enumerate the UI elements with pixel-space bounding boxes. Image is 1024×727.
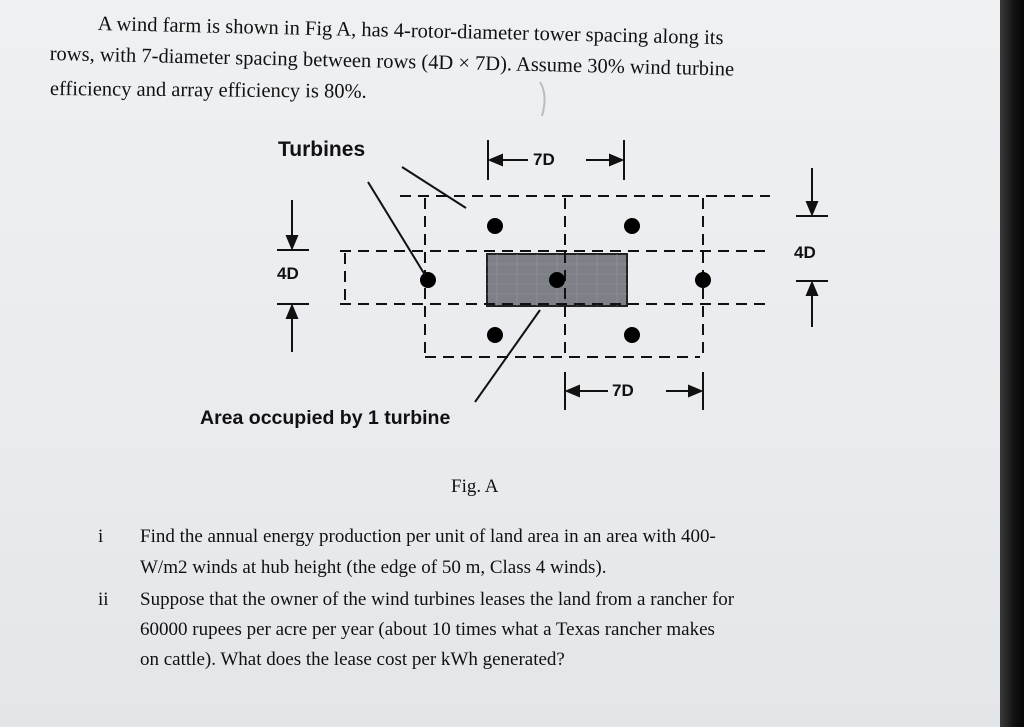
question-2-line-3: on cattle). What does the lease cost per… (140, 649, 565, 670)
dim-left-arrows (277, 200, 309, 352)
dim-right-arrows (796, 168, 828, 327)
question-1-line-1: Find the annual energy production per un… (140, 526, 716, 547)
turbine-dot (695, 272, 711, 288)
turbines-leaders (367, 166, 467, 276)
question-1-number: i (98, 526, 104, 547)
dim-right-label: 4D (794, 243, 816, 262)
turbine-dot (549, 272, 565, 288)
question-2-number: ii (98, 589, 109, 610)
screen-edge (1000, 0, 1024, 727)
dim-top-arrows (487, 140, 625, 180)
turbines-label: Turbines (278, 138, 366, 161)
area-label: Area occupied by 1 turbine (200, 407, 451, 429)
document-page (0, 0, 1000, 727)
question-2-line-2: 60000 rupees per acre per year (about 10… (140, 619, 715, 640)
area-leader (474, 309, 541, 403)
dim-bottom-label: 7D (612, 381, 634, 400)
turbine-dot (420, 272, 436, 288)
stray-mark (539, 81, 546, 117)
question-1-line-2: W/m2 winds at hub height (the edge of 50… (140, 557, 607, 578)
dim-left-label: 4D (277, 264, 299, 283)
dim-top-label: 7D (533, 150, 555, 169)
turbine-dot (624, 218, 640, 234)
dim-bottom-arrows (564, 372, 704, 410)
turbines-group (420, 218, 711, 343)
figure-caption: Fig. A (451, 476, 499, 497)
question-2-line-1: Suppose that the owner of the wind turbi… (140, 589, 735, 610)
turbine-dot (624, 327, 640, 343)
turbine-dot (487, 218, 503, 234)
turbine-dot (487, 327, 503, 343)
wind-farm-diagram (277, 81, 828, 410)
